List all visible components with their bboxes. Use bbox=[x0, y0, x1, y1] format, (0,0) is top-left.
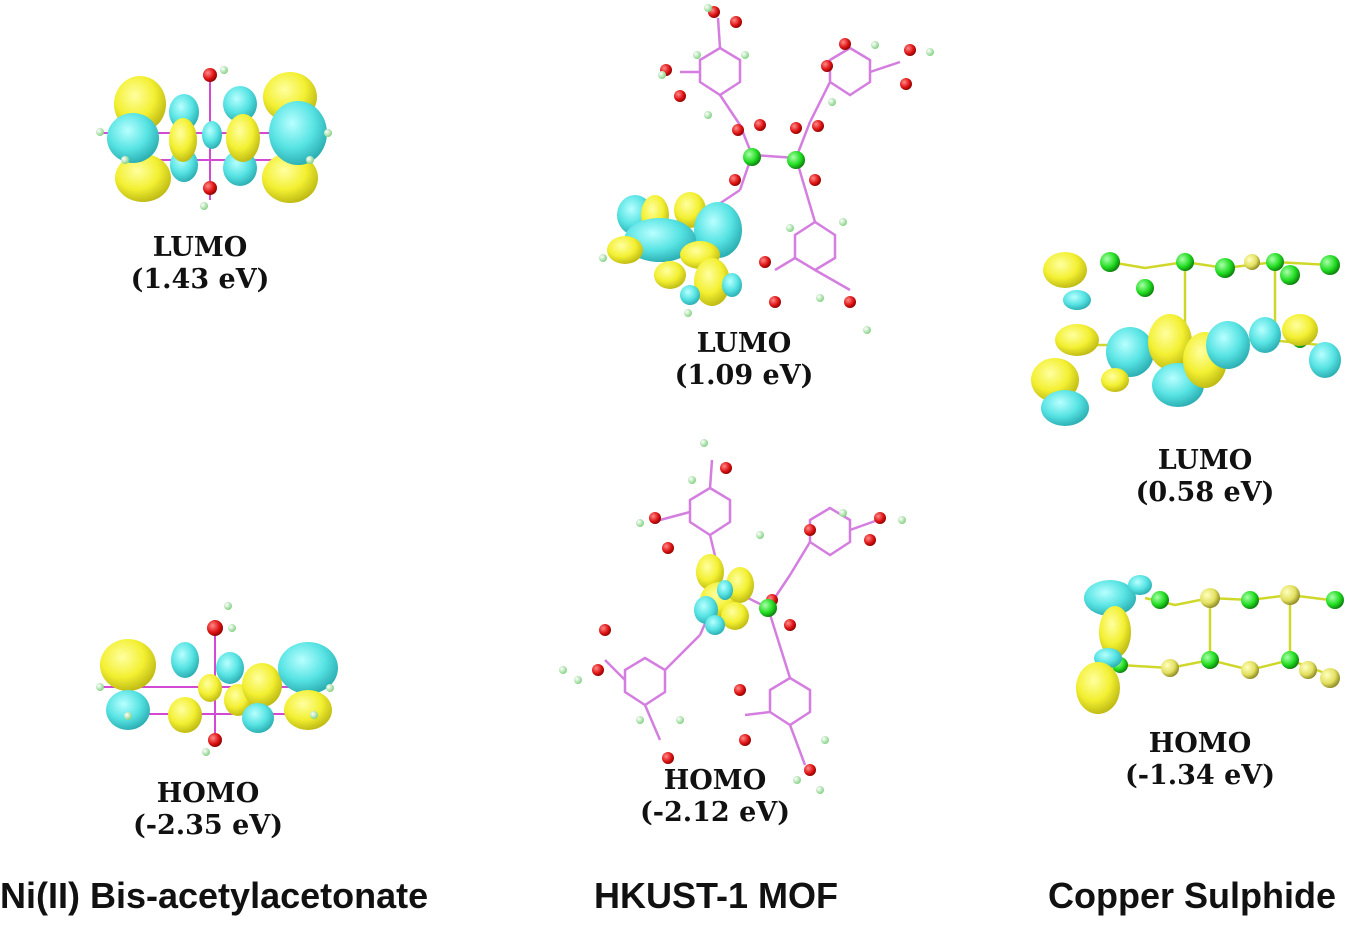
ni-homo-label: HOMO (-2.35 eV) bbox=[118, 778, 298, 842]
mof-lumo-energy: (1.09 eV) bbox=[674, 360, 814, 391]
cus-lumo-title: LUMO bbox=[1157, 445, 1253, 476]
ni-lumo-title: LUMO bbox=[152, 232, 248, 263]
copper-sulphide-caption: Copper Sulphide bbox=[1048, 875, 1336, 916]
ni-lumo-label: LUMO (1.43 eV) bbox=[110, 232, 290, 296]
hkust-1-caption: HKUST-1 MOF bbox=[594, 875, 839, 916]
mof-lumo-title: LUMO bbox=[696, 328, 792, 359]
ni-acac-caption: Ni(II) Bis-acetylacetonate bbox=[0, 875, 429, 916]
cus-homo-orbital bbox=[1076, 575, 1344, 714]
mof-homo-label: HOMO (-2.12 eV) bbox=[625, 765, 805, 829]
mof-homo-energy: (-2.12 eV) bbox=[639, 797, 791, 828]
ni-homo-energy: (-2.35 eV) bbox=[132, 810, 284, 841]
mof-homo-orbital bbox=[559, 439, 906, 794]
ni-homo-title: HOMO bbox=[156, 778, 260, 809]
cus-homo-energy: (-1.34 eV) bbox=[1124, 760, 1276, 791]
ni-homo-orbital bbox=[96, 602, 338, 756]
mof-homo-title: HOMO bbox=[663, 765, 767, 796]
cus-homo-label: HOMO (-1.34 eV) bbox=[1110, 728, 1290, 792]
cus-lumo-orbital bbox=[1031, 252, 1341, 426]
mof-lumo-label: LUMO (1.09 eV) bbox=[654, 328, 834, 392]
cus-lumo-energy: (0.58 eV) bbox=[1135, 477, 1275, 508]
cus-homo-title: HOMO bbox=[1148, 728, 1252, 759]
mof-lumo-orbital bbox=[599, 4, 934, 334]
cus-lumo-label: LUMO (0.58 eV) bbox=[1115, 445, 1295, 509]
ni-lumo-energy: (1.43 eV) bbox=[130, 264, 270, 295]
ni-lumo-orbital bbox=[96, 66, 332, 210]
